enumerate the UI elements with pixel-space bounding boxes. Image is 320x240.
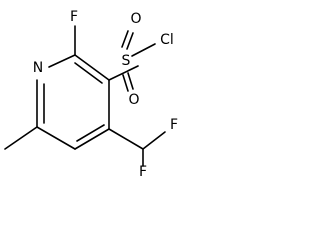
atom-label-n: N: [33, 60, 43, 76]
bond-c2-n1: [48, 54, 76, 68]
atom-label-cl: Cl: [160, 32, 174, 48]
bond-c6-c5: [36, 126, 76, 150]
bond-s-o-top-a: [121, 30, 129, 48]
bond-c6-methyl: [4, 126, 38, 150]
bond-c3-c2-inner: [74, 62, 103, 84]
bond-s-o-bottom-b: [127, 72, 134, 90]
atom-label-f-chf2-bottom: F: [139, 164, 147, 178]
atom-label-s: S: [122, 53, 131, 69]
bond-s-o-bottom-a: [122, 74, 129, 92]
bond-c3-s: [108, 65, 139, 81]
structure-diagram: N F S O O Cl F F: [4, 9, 178, 178]
atom-label-o-bottom: O: [128, 92, 139, 108]
bond-c5-c4-inner: [76, 124, 105, 142]
atom-label-f-chf2-top: F: [170, 117, 178, 133]
bond-c3-c2: [74, 54, 110, 81]
bond-c4-chf2: [108, 128, 144, 150]
atom-label-f-ring: F: [70, 9, 78, 25]
bond-s-o-top-b: [126, 32, 134, 50]
atom-label-o-top: O: [130, 11, 141, 27]
bond-s-cl: [131, 43, 156, 57]
bond-chf2-f-top: [142, 131, 166, 150]
bond-c5-c4: [74, 128, 110, 150]
